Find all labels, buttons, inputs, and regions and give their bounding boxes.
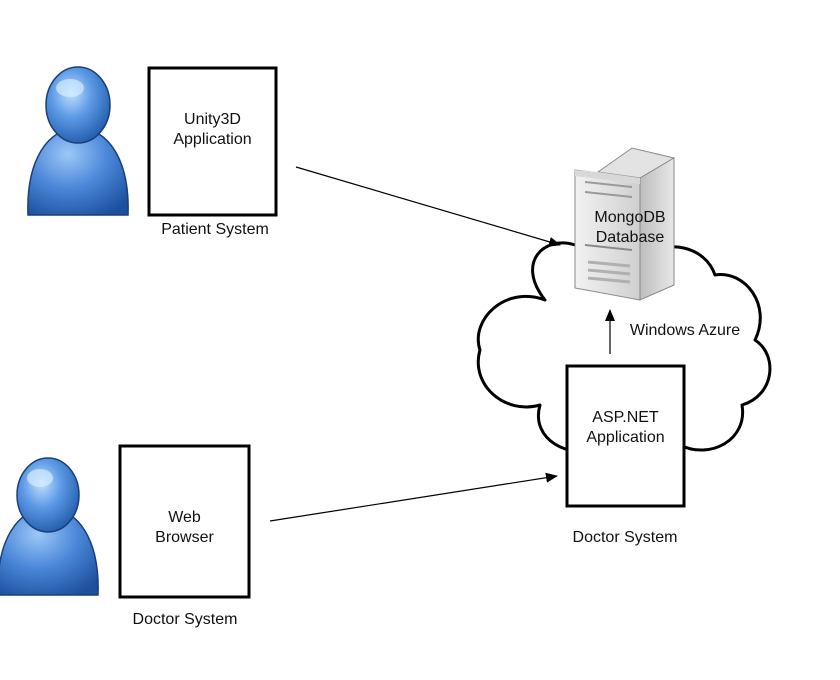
database-label: MongoDB Database [580,208,680,248]
web-browser-box-label: Web Browser [120,508,249,548]
patient-system-caption: Patient System [161,221,269,238]
windows-azure-label: Windows Azure [629,322,741,339]
unity3d-box-label: Unity3D Application [149,110,276,150]
doctor-system-caption-left: Doctor System [132,611,238,628]
web-browser-line2: Browser [155,529,214,546]
patient-to-database-arrow [295,166,561,247]
web-browser-line1: Web [168,509,201,526]
patient-user-icon [27,66,129,216]
unity3d-box-line2: Application [173,131,252,148]
database-line2: Database [595,229,665,246]
web-browser-box [118,444,251,599]
aspnet-line1: ASP.NET [592,409,659,426]
server-tower-icon [574,147,676,301]
unity3d-box-line1: Unity3D [184,111,241,128]
aspnet-line2: Application [586,429,665,446]
unity3d-application-box [147,66,278,217]
aspnet-box-label: ASP.NET Application [567,408,684,448]
browser-to-aspnet-arrow [269,472,558,522]
doctor-system-caption-right: Doctor System [572,529,678,546]
database-line1: MongoDB [594,209,666,226]
aspnet-application-box [565,364,686,508]
doctor-user-icon [0,457,99,596]
